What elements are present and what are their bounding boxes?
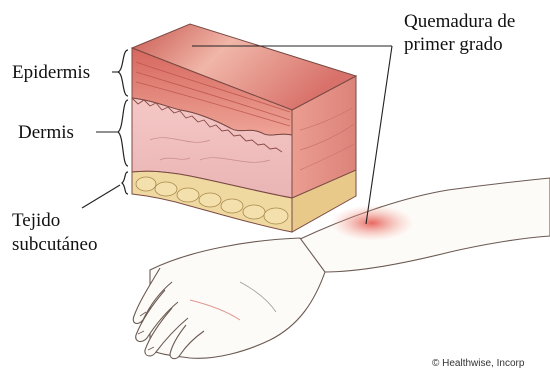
subcutaneous-label-line2: subcutáneo xyxy=(12,234,97,255)
burn-label-line2: primer grado xyxy=(404,34,503,55)
subcutaneous-leader xyxy=(82,185,120,208)
layer-brackets xyxy=(118,50,128,194)
burn-arm-leader xyxy=(366,46,392,224)
copyright-credit: © Healthwise, Incorp xyxy=(432,358,524,369)
subcutaneous-label-line1: Tejido xyxy=(12,210,60,231)
skin-block xyxy=(132,24,356,232)
subcutaneous-bracket xyxy=(122,172,128,194)
dermis-label: Dermis xyxy=(18,122,74,143)
dermis-bracket xyxy=(118,100,128,166)
burn-area xyxy=(330,205,414,241)
epidermis-label: Epidermis xyxy=(12,62,90,83)
epidermis-bracket xyxy=(118,50,128,96)
burn-label-line1: Quemadura de xyxy=(404,11,515,32)
